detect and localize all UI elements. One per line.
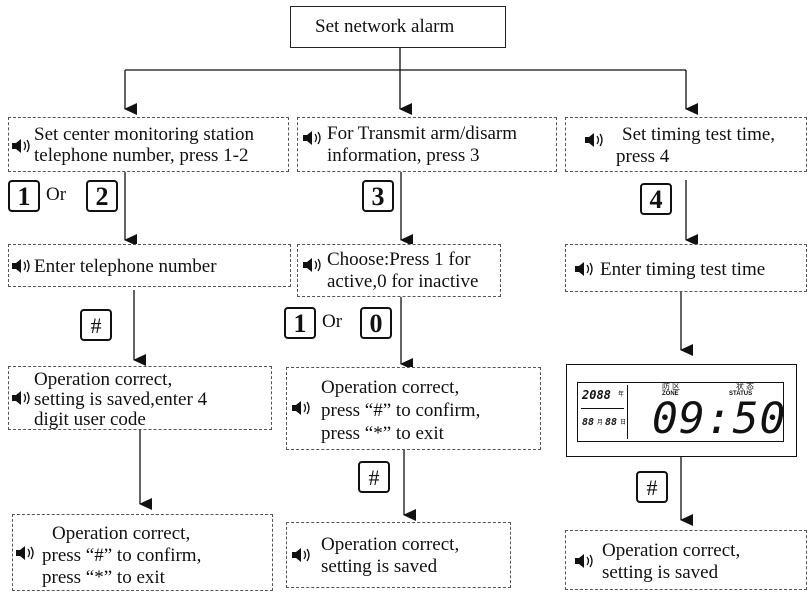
col1-step1-line1: Set center monitoring station xyxy=(34,124,255,145)
speaker-icon xyxy=(585,133,603,147)
speaker-icon xyxy=(292,401,310,415)
col3-step3-box: Operation correct, setting is saved xyxy=(565,530,807,590)
col2-step2-box: Choose:Press 1 for active,0 for inactive xyxy=(297,244,501,297)
key-2[interactable]: 2 xyxy=(86,180,118,212)
col2-step4-box: Operation correct, setting is saved xyxy=(286,522,511,588)
col3-step2-text: Enter timing test time xyxy=(600,259,766,280)
col1-step2-text: Enter telephone number xyxy=(34,256,217,277)
key-0-inactive[interactable]: 0 xyxy=(360,307,392,339)
col3-step3-line1: Operation correct, xyxy=(602,540,741,561)
lcd-zone-en: ZONE xyxy=(662,391,679,397)
col1-step3-line1: Operation correct, xyxy=(34,369,173,390)
key-1[interactable]: 1 xyxy=(8,180,40,212)
lcd-day-unit: 日 xyxy=(620,420,627,426)
col2-step2-line1: Choose:Press 1 for xyxy=(327,249,471,270)
speaker-icon xyxy=(303,131,321,145)
col2-step1-line1: For Transmit arm/disarm xyxy=(327,123,518,144)
speaker-icon xyxy=(16,546,34,560)
col1-step4-line2: press “#” to confirm, xyxy=(42,545,202,566)
col2-step2-line2: active,0 for inactive xyxy=(327,271,479,292)
col2-step1-box: For Transmit arm/disarm information, pre… xyxy=(297,117,557,172)
lcd-time: 09:50 xyxy=(652,394,787,444)
col2-step3-line3: press “*” to exit xyxy=(321,423,444,444)
col1-step4-box: Operation correct, press “#” to confirm,… xyxy=(12,514,273,591)
lcd-status-cn: 状 态 xyxy=(736,382,754,391)
key-1-active[interactable]: 1 xyxy=(284,307,316,339)
lcd-year-unit: 年 xyxy=(618,392,625,398)
lcd-display: 2088 年 88 月 88 日 防 区 ZONE 状 态 STATUS 09:… xyxy=(566,364,797,457)
speaker-icon xyxy=(12,259,30,273)
col1-step1-line2: telephone number, press 1-2 xyxy=(34,145,249,166)
col2-step3-line2: press “#” to confirm, xyxy=(321,400,481,421)
speaker-icon xyxy=(12,391,30,405)
col3-step3-line2: setting is saved xyxy=(602,562,719,583)
col2-step1-line2: information, press 3 xyxy=(327,145,480,166)
col1-step3-box: Operation correct, setting is saved,ente… xyxy=(8,366,272,430)
col1-step1-box: Set center monitoring station telephone … xyxy=(8,117,289,172)
col2-step3-line1: Operation correct, xyxy=(321,377,460,398)
lcd-day: 88 xyxy=(605,417,618,428)
lcd-vertical-divider xyxy=(627,385,628,439)
col2-step3-box: Operation correct, press “#” to confirm,… xyxy=(286,367,541,450)
col1-step3-line2: setting is saved,enter 4 xyxy=(34,389,208,410)
lcd-year: 2088 xyxy=(582,388,611,402)
title-box: Set network alarm xyxy=(290,6,506,48)
col3-step1-line1: Set timing test time, xyxy=(622,124,776,145)
col1-step4-line1: Operation correct, xyxy=(52,523,191,544)
lcd-screen: 2088 年 88 月 88 日 防 区 ZONE 状 态 STATUS 09:… xyxy=(577,382,787,444)
col2-step4-line2: setting is saved xyxy=(321,556,438,577)
hash-key[interactable]: # xyxy=(636,471,668,503)
key-3[interactable]: 3 xyxy=(362,180,394,212)
speaker-icon xyxy=(12,139,30,153)
col3-step2-box: Enter timing test time xyxy=(565,244,807,292)
hash-key[interactable]: # xyxy=(80,309,112,341)
col1-step3-line3: digit user code xyxy=(34,409,146,430)
speaker-icon xyxy=(575,262,593,276)
col1-step4-line3: press “*” to exit xyxy=(42,567,165,588)
or-label: Or xyxy=(46,184,67,205)
hash-key[interactable]: # xyxy=(358,461,390,493)
col1-step2-box: Enter telephone number xyxy=(8,244,291,287)
speaker-icon xyxy=(303,258,321,272)
speaker-icon xyxy=(292,548,310,562)
col3-step1-line2: press 4 xyxy=(616,146,670,167)
lcd-date-divider xyxy=(581,408,624,409)
or-label: Or xyxy=(322,311,343,332)
lcd-zone-cn: 防 区 xyxy=(662,382,680,391)
key-4[interactable]: 4 xyxy=(640,183,672,215)
speaker-icon xyxy=(575,554,593,568)
lcd-month: 88 xyxy=(582,417,595,428)
col2-step4-line1: Operation correct, xyxy=(321,534,460,555)
title-text: Set network alarm xyxy=(315,16,455,37)
col3-step1-box: Set timing test time, press 4 xyxy=(565,117,807,172)
lcd-status-en: STATUS xyxy=(729,391,753,397)
lcd-month-unit: 月 xyxy=(597,420,604,426)
